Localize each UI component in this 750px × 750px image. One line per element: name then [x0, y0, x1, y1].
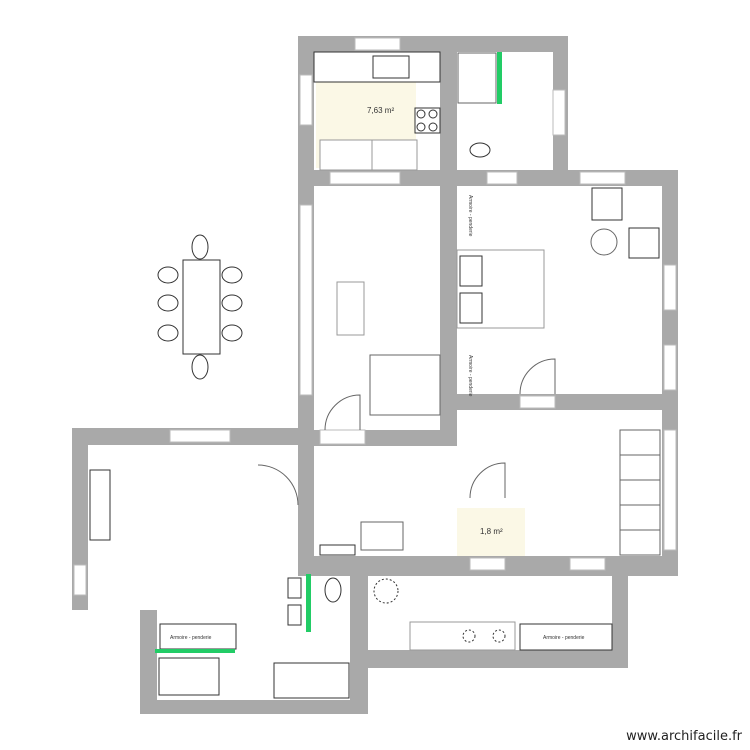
doors	[257, 358, 556, 506]
wardrobe-label: Armoire - penderie	[467, 195, 473, 237]
toilet-icon	[469, 142, 491, 158]
wardrobe-label: Armoire - penderie	[543, 635, 585, 641]
windows	[73, 37, 677, 596]
outdoor-table	[157, 234, 243, 380]
area-label-kitchen: 7,63 m²	[367, 106, 394, 115]
shower-icon	[457, 52, 497, 104]
wardrobe-label: Armoire - penderie	[467, 355, 473, 397]
bathtub-icon	[273, 662, 350, 699]
furniture	[89, 51, 661, 699]
wardrobe-label: Armoire - penderie	[170, 635, 212, 641]
staircase	[619, 429, 661, 556]
area-label-wc: 1,8 m²	[480, 527, 503, 536]
sink-icon	[372, 55, 410, 79]
room-left-bedroom	[88, 445, 298, 610]
watermark: www.archifacile.fr	[626, 729, 742, 744]
room-wc	[457, 508, 525, 556]
